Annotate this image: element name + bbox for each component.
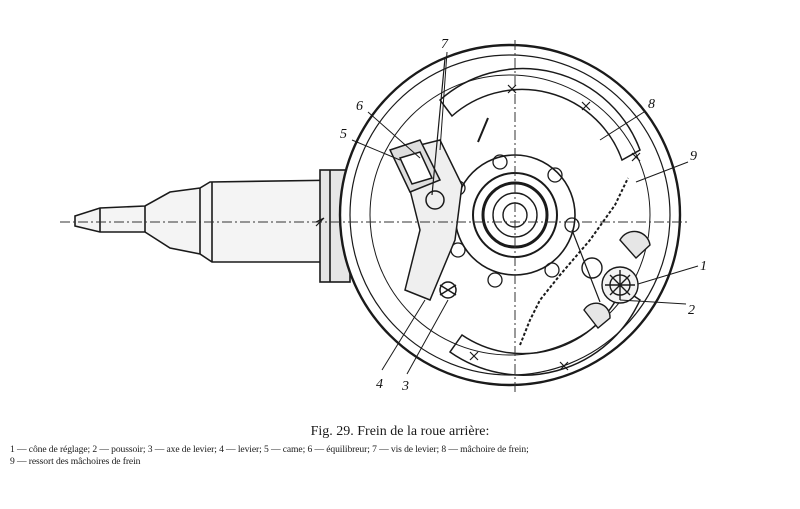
label-7: 7 [441,37,449,52]
label-1: 1 [700,259,707,274]
label-4: 4 [376,377,383,392]
brake-shoe-upper [438,67,641,162]
legend-line-1: 1 — cône de réglage; 2 — poussoir; 3 — a… [10,444,529,455]
label-8: 8 [648,97,655,112]
legend-line-2: 9 — ressort des mâchoires de frein [10,456,141,467]
drum-marks [315,84,641,371]
centre-lines [60,40,690,395]
spring-and-adjuster [477,117,651,346]
figure-caption: Fig. 29. Frein de la roue arrière: [310,424,490,439]
label-6: 6 [356,99,363,114]
label-9: 9 [690,149,697,164]
leader-lines [351,51,699,375]
label-3: 3 [401,379,409,394]
label-2: 2 [688,303,695,318]
brake-shoe-lower [448,286,641,376]
axle-housing [74,169,351,283]
brake-diagram: 7 6 5 8 9 1 2 3 4 [60,37,707,395]
label-5: 5 [340,127,347,142]
figure-legend: 1 — cône de réglage; 2 — poussoir; 3 — a… [10,444,795,468]
lever-mechanism [388,57,463,301]
